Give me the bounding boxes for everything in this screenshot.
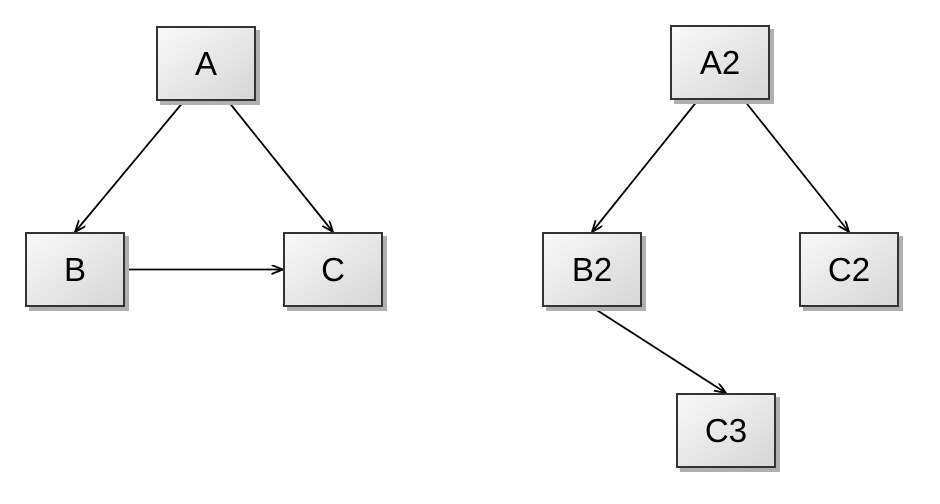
edge-A2-C2[interactable]	[743, 99, 849, 232]
edge-B2-C3[interactable]	[591, 306, 726, 393]
node-C2[interactable]: C2	[799, 232, 899, 307]
node-C3[interactable]: C3	[676, 393, 776, 468]
node-label-C2: C2	[827, 251, 871, 288]
node-label-B2: B2	[571, 251, 613, 288]
edge-A-C[interactable]	[227, 100, 333, 232]
node-B2[interactable]: B2	[542, 232, 642, 307]
edge-A2-B2[interactable]	[592, 99, 699, 232]
node-label-C3: C3	[704, 412, 748, 449]
edge-A-B[interactable]	[75, 100, 185, 232]
node-label-A: A	[194, 45, 217, 82]
node-B[interactable]: B	[25, 232, 125, 307]
node-label-C: C	[321, 251, 345, 288]
node-A[interactable]: A	[156, 26, 256, 101]
node-label-A2: A2	[699, 44, 741, 81]
node-label-B: B	[63, 251, 86, 288]
node-C[interactable]: C	[283, 232, 383, 307]
node-A2[interactable]: A2	[670, 25, 770, 100]
